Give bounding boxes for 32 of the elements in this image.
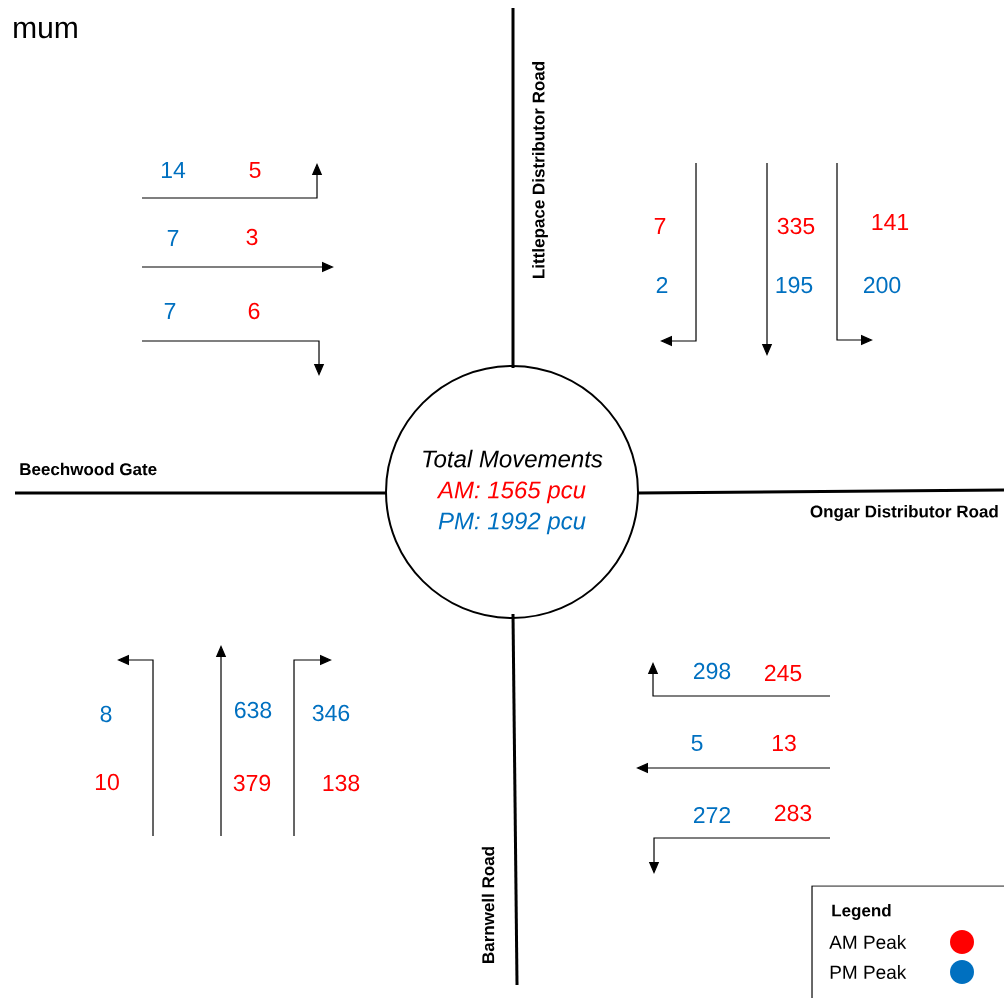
flow-count: 141 <box>872 214 909 230</box>
flow-count: 10 <box>95 773 119 791</box>
flow-count: 138 <box>323 774 360 792</box>
flow-count: 13 <box>772 734 796 752</box>
legend-label: PM Peak <box>830 965 907 979</box>
legend-label: AM Peak <box>829 935 907 949</box>
flow-count: 335 <box>777 217 815 235</box>
flow-count: 3 <box>246 228 258 246</box>
flow-count: 7 <box>167 230 179 246</box>
heading-text: mum <box>14 21 77 39</box>
road-name: Beechwood Gate <box>20 462 157 476</box>
flow-count: 346 <box>312 704 350 722</box>
flow-count: 5 <box>249 161 261 178</box>
legend-title: Legend <box>832 904 891 920</box>
flow-count: 195 <box>776 276 813 294</box>
flow-count: 7 <box>164 303 176 319</box>
flow-count: 638 <box>235 701 272 719</box>
flow-count: 8 <box>100 705 112 723</box>
flow-count: 200 <box>864 276 901 294</box>
flow-count: 379 <box>233 774 271 792</box>
road-name: Littlepace Distributor Road <box>532 62 548 278</box>
flow-count: 298 <box>694 662 731 680</box>
flow-count: 7 <box>654 218 666 234</box>
flow-count: 283 <box>775 804 812 822</box>
flow-count: 2 <box>656 276 668 294</box>
flow-count: 272 <box>694 806 731 824</box>
road-name: Barnwell Road <box>481 847 495 963</box>
flow-count: 5 <box>691 734 703 751</box>
road-name: Ongar Distributor Road <box>810 505 998 521</box>
flow-count: 245 <box>765 664 802 682</box>
flow-count: 6 <box>248 302 260 320</box>
flow-count: 14 <box>161 162 186 178</box>
